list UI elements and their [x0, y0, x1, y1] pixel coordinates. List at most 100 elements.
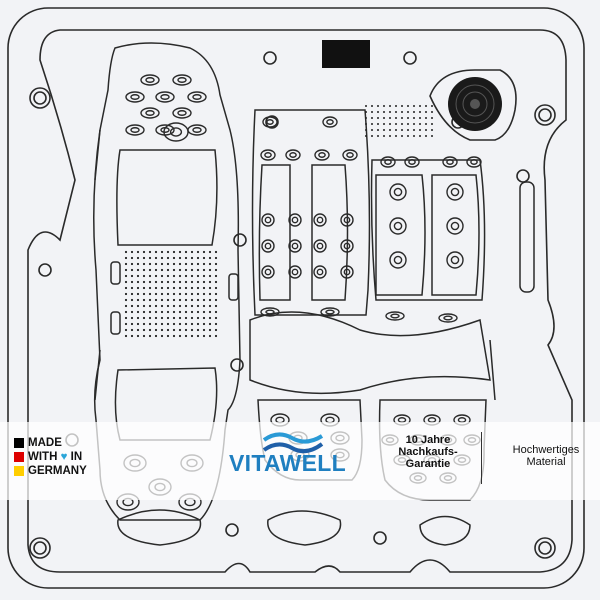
massage-dot [196, 286, 200, 290]
massage-dot [371, 105, 373, 107]
massage-dot [142, 256, 146, 260]
quality-line1: Hochwertiges [512, 444, 580, 456]
massage-dot [124, 256, 128, 260]
massage-dot [130, 322, 134, 326]
jet-nozzle [125, 124, 145, 136]
massage-dot [172, 334, 176, 338]
jet-nozzle-core [291, 268, 299, 276]
massage-dot [365, 111, 367, 113]
massage-dot [389, 123, 391, 125]
massage-dot [166, 334, 170, 338]
massage-dot [184, 316, 188, 320]
massage-dot [208, 268, 212, 272]
massage-dot [166, 250, 170, 254]
massage-dot [124, 310, 128, 314]
massage-dot [202, 292, 206, 296]
massage-dot [124, 298, 128, 302]
massage-dot [154, 322, 158, 326]
massage-dot [214, 262, 218, 266]
massage-dot [142, 298, 146, 302]
jet-nozzle-core [326, 119, 334, 125]
jet-nozzle-core [390, 313, 400, 319]
jet-nozzle [320, 307, 340, 317]
massage-dot [184, 304, 188, 308]
jet-nozzle-core [393, 221, 403, 231]
massage-dot [124, 250, 128, 254]
jet-nozzle [340, 213, 354, 227]
badge-divider [481, 432, 482, 484]
massage-dot [419, 117, 421, 119]
massage-dot [419, 123, 421, 125]
massage-dot [136, 268, 140, 272]
massage-dot [124, 262, 128, 266]
massage-dot [184, 262, 188, 266]
massage-dot [154, 274, 158, 278]
massage-dot [184, 274, 188, 278]
massage-dot [425, 105, 427, 107]
massage-dot [365, 105, 367, 107]
massage-dot [401, 135, 403, 137]
massage-dot [142, 334, 146, 338]
jet-nozzle-core [264, 242, 272, 250]
heart-icon: ♥ [60, 451, 68, 463]
massage-dot [148, 304, 152, 308]
massage-dot [196, 310, 200, 314]
massage-dot [142, 304, 146, 308]
massage-dot [389, 105, 391, 107]
massage-dot [425, 117, 427, 119]
massage-dot [178, 292, 182, 296]
massage-dot [130, 250, 134, 254]
massage-dot [178, 274, 182, 278]
massage-dot [154, 334, 158, 338]
massage-dot [214, 286, 218, 290]
massage-dot [196, 322, 200, 326]
massage-dot [184, 250, 188, 254]
massage-dot [431, 135, 433, 137]
jet-nozzle-core [264, 152, 272, 158]
jet-nozzle-core [130, 94, 140, 100]
massage-dot [383, 111, 385, 113]
massage-dot [136, 328, 140, 332]
massage-dot [130, 256, 134, 260]
jet-nozzle [261, 213, 275, 227]
massage-dot [190, 334, 194, 338]
massage-dot [184, 280, 188, 284]
jet-nozzle-core [393, 187, 403, 197]
quality-line2: Material [526, 456, 566, 468]
massage-dot [184, 286, 188, 290]
massage-dot [214, 250, 218, 254]
massage-dot [178, 298, 182, 302]
massage-dot [202, 274, 206, 278]
jet-nozzle-core [393, 255, 403, 265]
massage-dot [166, 256, 170, 260]
massage-dot [395, 135, 397, 137]
massage-dot [202, 322, 206, 326]
jet-nozzle [155, 91, 175, 103]
massage-dot [160, 286, 164, 290]
massage-dot [202, 262, 206, 266]
jet-nozzle-core [446, 159, 454, 165]
tub-outer-frame [7, 7, 585, 589]
massage-dot [214, 298, 218, 302]
massage-dot [136, 322, 140, 326]
jet-nozzle [261, 265, 275, 279]
jet-nozzle [389, 217, 407, 235]
made-text: MADE [28, 437, 62, 449]
massage-dot [160, 256, 164, 260]
massage-dot [142, 268, 146, 272]
massage-dot [377, 111, 379, 113]
massage-dot [208, 262, 212, 266]
massage-dot [214, 304, 218, 308]
massage-dot [202, 268, 206, 272]
massage-dot [136, 292, 140, 296]
jet-nozzle [172, 74, 192, 86]
massage-dot [184, 292, 188, 296]
massage-dot [154, 256, 158, 260]
massage-dot [148, 298, 152, 302]
massage-dot [196, 256, 200, 260]
massage-dot [202, 250, 206, 254]
massage-dot [413, 135, 415, 137]
massage-dot [413, 123, 415, 125]
massage-dot [401, 123, 403, 125]
jet-nozzle-core [316, 242, 324, 250]
